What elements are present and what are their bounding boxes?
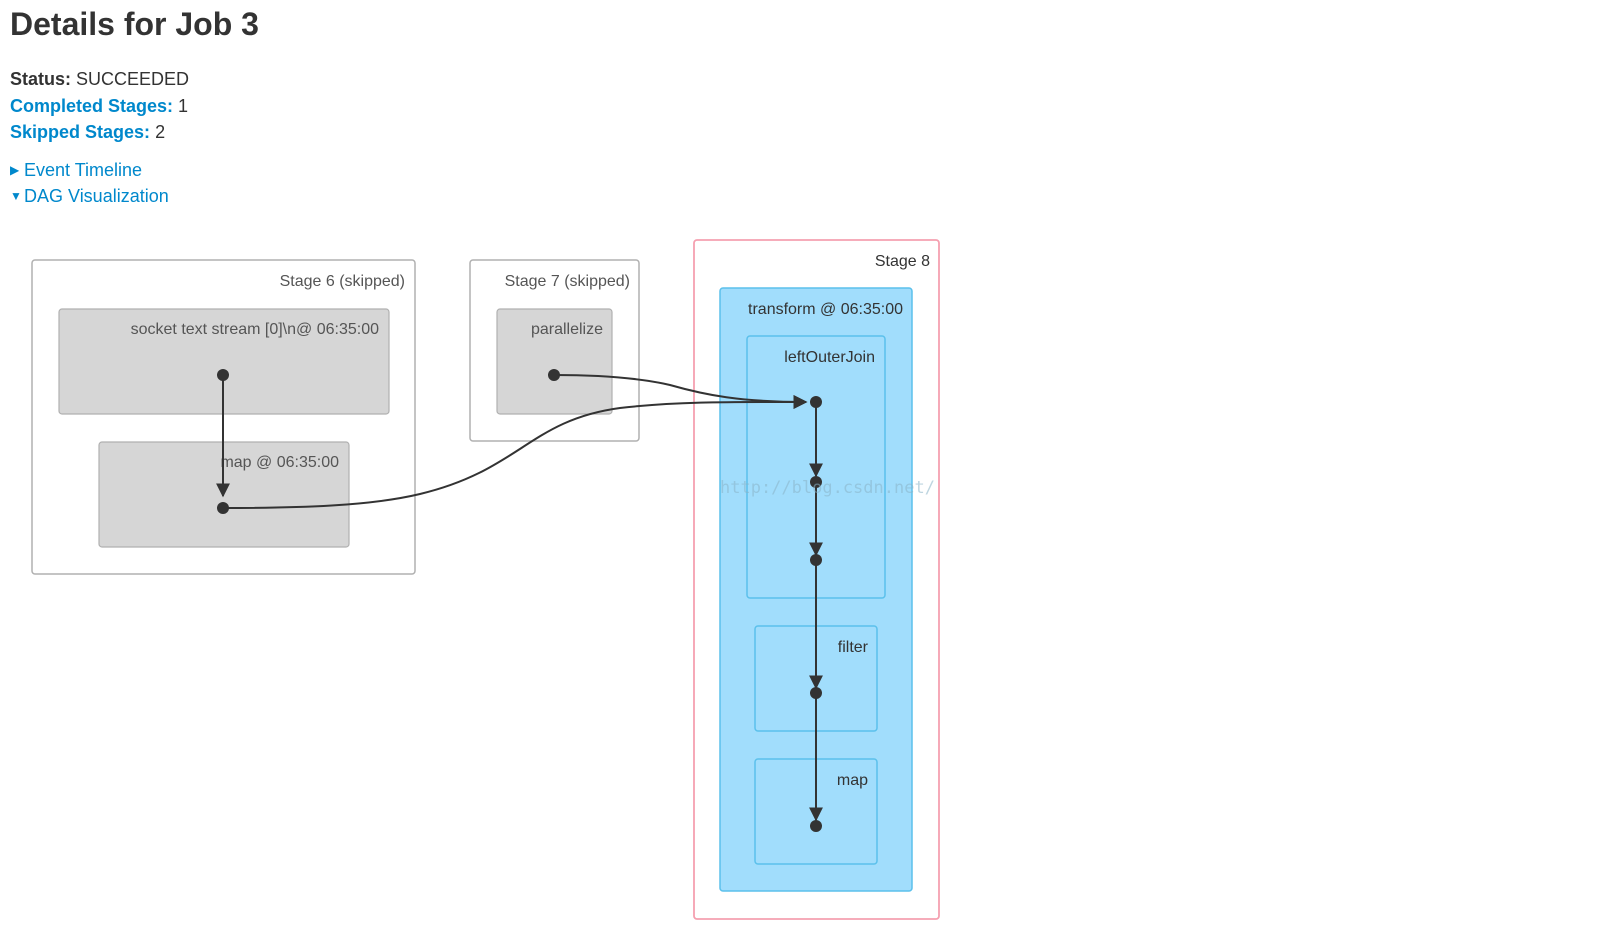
dag-visualization-label: DAG Visualization (24, 186, 169, 206)
stage-7-label: Stage 7 (skipped) (505, 273, 630, 290)
dag-node[interactable] (810, 476, 822, 488)
triangle-right-icon: ▶ (10, 163, 20, 177)
dag-edge (222, 394, 808, 509)
map-skipped-label: map @ 06:35:00 (220, 454, 339, 471)
stage-8-label: Stage 8 (875, 253, 930, 270)
dag-visualization-toggle[interactable]: ▼DAG Visualization (10, 186, 169, 207)
completed-stages-link[interactable]: Completed Stages: (10, 95, 174, 116)
dag-node[interactable] (810, 687, 822, 699)
socket-stream-label: socket text stream [0]\n@ 06:35:00 (131, 321, 379, 338)
skipped-stages-value: 2 (155, 122, 166, 142)
page-title: Details for Job 3 (10, 6, 259, 42)
completed-stages-value: 1 (178, 95, 189, 116)
map-label: map (837, 772, 868, 789)
left-outer-join-label: leftOuterJoin (784, 349, 875, 366)
transform-label: transform @ 06:35:00 (748, 301, 903, 318)
dag-node[interactable] (217, 502, 229, 514)
dag-node[interactable] (810, 554, 822, 566)
filter-label: filter (838, 639, 869, 656)
stage-6-label: Stage 6 (skipped) (280, 273, 405, 290)
status-label: Status: (10, 69, 72, 89)
dag-edge (553, 374, 808, 409)
dag-node[interactable] (217, 369, 229, 381)
dag-node[interactable] (810, 396, 822, 408)
event-timeline-label: Event Timeline (24, 160, 143, 180)
status-value: SUCCEEDED (76, 69, 190, 89)
event-timeline-toggle[interactable]: ▶ Event Timeline (10, 160, 142, 181)
parallelize-label: parallelize (531, 321, 603, 338)
triangle-down-icon: ▼ (10, 189, 22, 203)
dag-node[interactable] (548, 369, 560, 381)
watermark: http://blog.csdn.net/ (720, 478, 935, 498)
skipped-stages-row: Skipped Stages: 2 (10, 119, 189, 146)
skipped-stages-link[interactable]: Skipped Stages: (10, 122, 151, 142)
parallelize-cluster[interactable] (496, 308, 613, 415)
status-row: Status: SUCCEEDED (10, 66, 189, 93)
completed-stages-row: Completed Stages: 1 (10, 93, 189, 120)
job-summary: Status: SUCCEEDED Completed Stages: 1 Sk… (10, 66, 189, 146)
dag-node[interactable] (810, 820, 822, 832)
stage-7-cluster[interactable]: Stage 7 (skipped) parallelize (469, 259, 640, 442)
